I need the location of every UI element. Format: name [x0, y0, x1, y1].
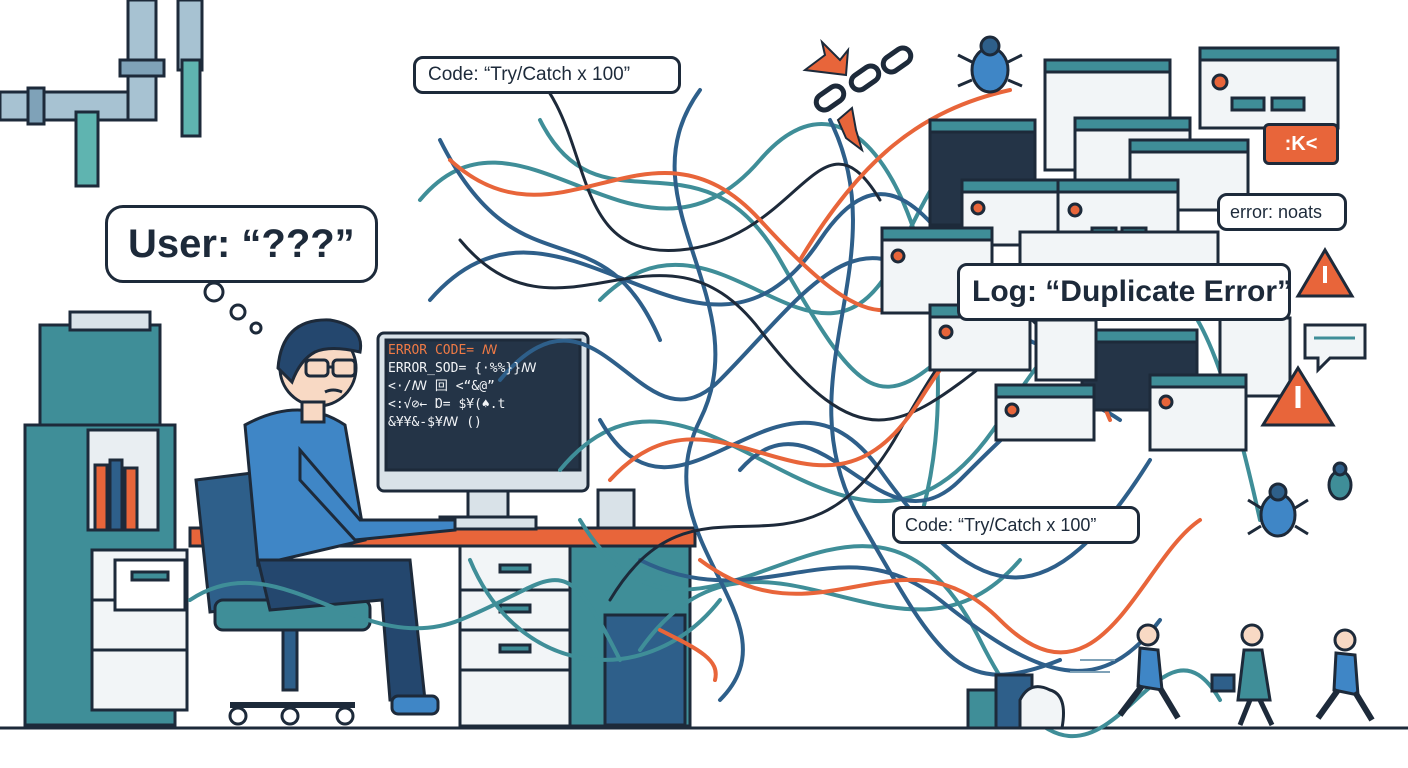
leaking-pipes [0, 0, 204, 188]
symbol-bubble-text: :K< [1284, 133, 1318, 155]
monitor-line-2: ERROR_SOD= {·%%}}ꟿ [388, 361, 537, 376]
bug-icon [957, 35, 1353, 538]
user-speech-bubble: User: “???” [105, 205, 378, 283]
spark-icon [802, 38, 864, 153]
broken-chain-icon [813, 45, 914, 113]
monitor-line-1: ERROR CODE= ꟿ [388, 343, 498, 358]
running-people [1070, 623, 1375, 727]
thought-dots [203, 281, 263, 335]
chat-bubble-icon [1303, 323, 1367, 374]
symbol-bubble: :K< [1263, 123, 1339, 165]
log-label: Log: “Duplicate Error” [957, 263, 1293, 321]
error-note: error: noats [1217, 193, 1347, 231]
code-label-top-text: Code: “Try/Catch x 100” [428, 64, 631, 85]
confused-developer [243, 318, 457, 716]
monitor-screen-text: ERROR CODE= ꟿ ERROR_SOD= {·%%}}ꟿ <·/ꟿ 回 … [388, 342, 578, 468]
warning-icon [1260, 247, 1355, 427]
monitor-line-3: <·/ꟿ 回 <“&@” [388, 379, 495, 394]
boxes [966, 673, 1065, 730]
user-speech-text: User: “???” [128, 222, 355, 266]
log-label-text: Log: “Duplicate Error” [972, 275, 1293, 308]
error-note-text: error: noats [1230, 202, 1323, 222]
monitor-line-5: &¥¥&-$¥ꟿ () [388, 415, 482, 430]
code-label-bottom: Code: “Try/Catch x 100” [892, 506, 1140, 544]
code-label-bottom-text: Code: “Try/Catch x 100” [905, 515, 1097, 535]
filing-cabinet [23, 310, 189, 727]
code-label-top: Code: “Try/Catch x 100” [413, 56, 681, 94]
monitor-line-4: <:√⊘← Ɒ= $¥(♠.t [388, 397, 506, 412]
monitor [376, 331, 636, 531]
